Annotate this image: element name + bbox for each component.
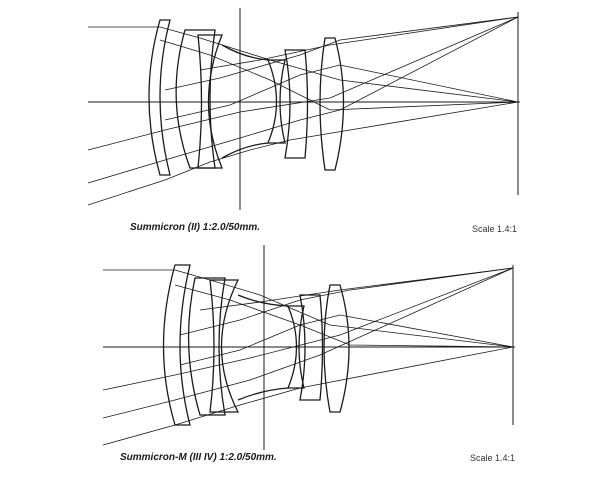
ray [174, 269, 514, 348]
lens-diagram-summicron-ii: Summicron (II) 1:2.0/50mm. Scale 1.4:1 [0, 0, 600, 240]
lens-element-2 [187, 277, 226, 416]
lens-elements [148, 19, 345, 176]
ray [87, 16, 519, 184]
lens-elements [162, 264, 350, 426]
diagram-caption: Summicron-M (III IV) 1:2.0/50mm. [120, 452, 277, 463]
lens-element-5 [284, 49, 309, 159]
ray [164, 16, 519, 91]
lens-diagram-summicron-m: Summicron-M (III IV) 1:2.0/50mm. Scale 1… [0, 240, 600, 481]
lens-element-6 [323, 284, 350, 413]
ray [102, 346, 514, 446]
lens-element-3 [197, 34, 223, 169]
diagram-scale: Scale 1.4:1 [470, 453, 516, 463]
lens-element-1 [162, 264, 191, 426]
lens-element-4 [287, 305, 305, 389]
ray [87, 16, 519, 151]
lens-element-1 [148, 19, 171, 176]
diagram-caption: Summicron (II) 1:2.0/50mm. [130, 222, 261, 233]
lens-element-4 [267, 59, 286, 144]
lens-element-5 [299, 294, 324, 401]
ray [199, 16, 519, 71]
lens-barrel [221, 44, 269, 159]
ray [102, 267, 514, 391]
lens-drawing [102, 245, 515, 450]
lens-element-6 [319, 37, 345, 171]
light-rays [87, 16, 519, 206]
diagram-scale: Scale 1.4:1 [472, 224, 518, 234]
ray [87, 101, 519, 206]
lens-element-3 [209, 279, 240, 413]
lens-drawing [87, 8, 520, 210]
ray [179, 267, 514, 336]
lens-barrel [237, 294, 289, 401]
ray [159, 39, 519, 111]
ray [102, 267, 514, 419]
